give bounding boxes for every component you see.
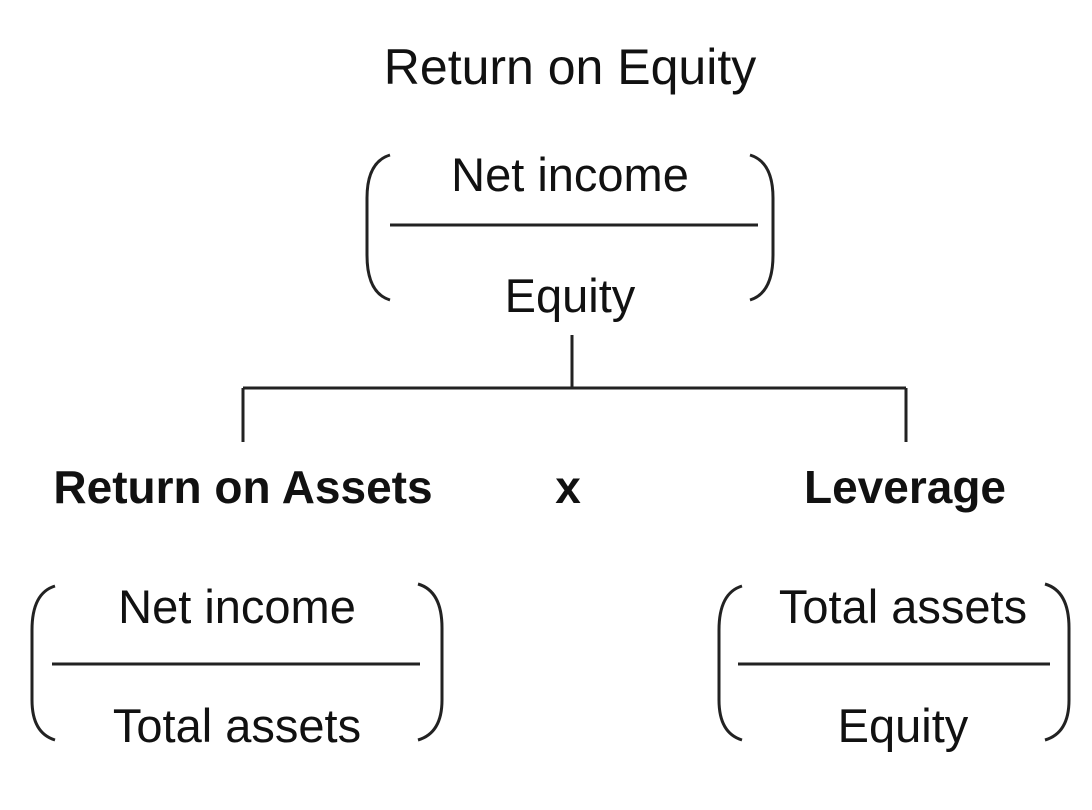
top-numerator: Net income (451, 148, 689, 201)
multiply-operator: x (555, 461, 581, 513)
left-fraction-left-bracket (30, 584, 56, 742)
top-left-bracket (365, 153, 391, 302)
left-denominator: Total assets (112, 699, 362, 752)
left-fraction-right-bracket (417, 582, 444, 742)
right-numerator: Total assets (778, 580, 1028, 633)
top-right-bracket (749, 153, 775, 302)
diagram-title: Return on Equity (383, 39, 757, 95)
left-numerator: Net income (118, 580, 356, 633)
return-on-assets-label: Return on Assets (53, 461, 433, 513)
right-fraction-right-bracket (1044, 582, 1071, 742)
right-denominator: Equity (837, 699, 969, 752)
top-denominator: Equity (504, 269, 636, 322)
right-fraction-left-bracket (717, 584, 743, 742)
leverage-label: Leverage (803, 461, 1006, 513)
